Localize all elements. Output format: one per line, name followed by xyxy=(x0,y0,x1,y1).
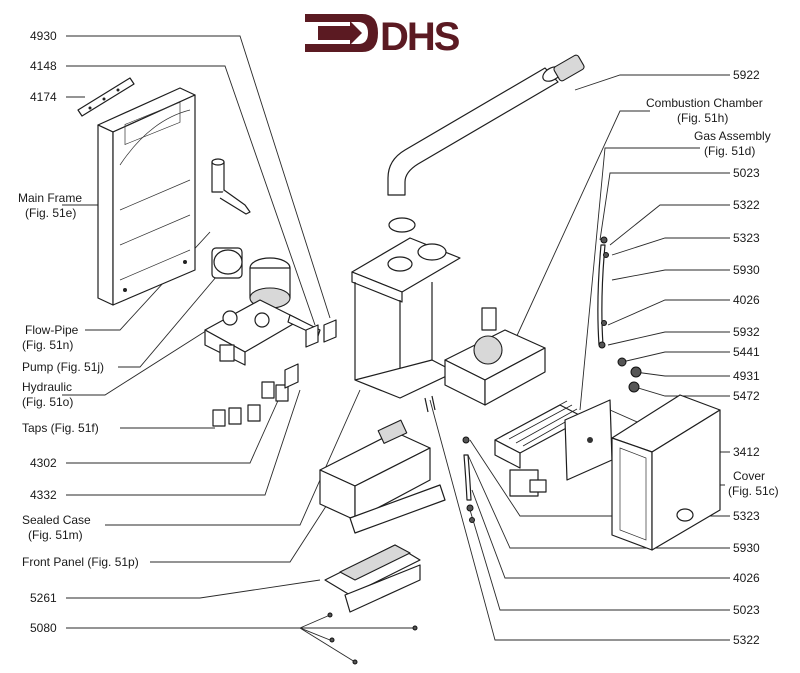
label-cover-fig: (Fig. 51c) xyxy=(728,484,779,498)
label-5323-b: 5323 xyxy=(733,509,760,523)
combustion-chamber xyxy=(444,307,546,406)
label-5932: 5932 xyxy=(733,325,760,339)
label-sealed-case: Sealed Case xyxy=(22,513,91,527)
screws-5080 xyxy=(327,612,418,665)
label-combustion-chamber-fig: (Fig. 51h) xyxy=(677,111,728,125)
label-5930-a: 5930 xyxy=(733,263,760,277)
label-5322-a: 5322 xyxy=(733,198,760,212)
leader-lines-left xyxy=(62,35,415,663)
logo-arrow-mark xyxy=(305,14,378,52)
label-5080: 5080 xyxy=(30,621,57,635)
label-taps: Taps (Fig. 51f) xyxy=(22,421,99,435)
label-4026-b: 4026 xyxy=(733,571,760,585)
label-5323-a: 5323 xyxy=(733,231,760,245)
label-5023-a: 5023 xyxy=(733,166,760,180)
label-pump: Pump (Fig. 51j) xyxy=(22,360,104,374)
label-5261: 5261 xyxy=(30,591,57,605)
label-5023-b: 5023 xyxy=(733,603,760,617)
label-sealed-case-fig: (Fig. 51m) xyxy=(28,528,83,542)
label-flow-pipe: Flow-Pipe xyxy=(25,323,79,337)
control-box xyxy=(319,419,446,534)
main-frame xyxy=(97,87,196,306)
cover-panel xyxy=(611,394,721,551)
label-5441: 5441 xyxy=(733,345,760,359)
hydraulic-block xyxy=(204,299,321,366)
label-5322-b: 5322 xyxy=(733,633,760,647)
front-panel xyxy=(324,544,421,613)
label-5472: 5472 xyxy=(733,389,760,403)
dhs-logo: DHS xyxy=(305,14,462,59)
leader-lines-right xyxy=(429,74,730,641)
labels-right: 5922 Combustion Chamber (Fig. 51h) Gas A… xyxy=(646,68,779,647)
label-main-frame-fig: (Fig. 51e) xyxy=(25,206,76,220)
label-combustion-chamber: Combustion Chamber xyxy=(646,96,763,110)
label-cover: Cover xyxy=(733,469,765,483)
label-flow-pipe-fig: (Fig. 51n) xyxy=(22,338,73,352)
sealed-case xyxy=(351,237,461,399)
labels-left: 4930 4148 4174 Main Frame (Fig. 51e) Flo… xyxy=(18,29,139,635)
lower-pipe-assembly xyxy=(424,395,475,523)
gas-pipe-assembly xyxy=(597,236,642,393)
flow-valve-assembly xyxy=(211,158,251,215)
label-4148: 4148 xyxy=(30,59,57,73)
label-4930: 4930 xyxy=(30,29,57,43)
taps xyxy=(212,381,289,427)
label-front-panel: Front Panel (Fig. 51p) xyxy=(22,555,139,569)
label-4302: 4302 xyxy=(30,456,57,470)
label-hydraulic: Hydraulic xyxy=(22,380,72,394)
pump-unit xyxy=(211,247,291,309)
logo-text: DHS xyxy=(380,15,460,59)
label-4931: 4931 xyxy=(733,369,760,383)
label-4026-a: 4026 xyxy=(733,293,760,307)
label-5930-b: 5930 xyxy=(733,541,760,555)
label-4332: 4332 xyxy=(30,488,57,502)
label-4174: 4174 xyxy=(30,90,57,104)
label-5922: 5922 xyxy=(733,68,760,82)
bracket-4174 xyxy=(77,77,135,117)
logo-arrow-head xyxy=(318,21,362,45)
label-gas-assembly-fig: (Fig. 51d) xyxy=(704,144,755,158)
label-gas-assembly: Gas Assembly xyxy=(694,129,771,143)
flue-pipe xyxy=(387,54,585,233)
label-3412: 3412 xyxy=(733,445,760,459)
clips xyxy=(284,319,337,389)
label-hydraulic-fig: (Fig. 51o) xyxy=(22,395,73,409)
label-main-frame: Main Frame xyxy=(18,191,82,205)
